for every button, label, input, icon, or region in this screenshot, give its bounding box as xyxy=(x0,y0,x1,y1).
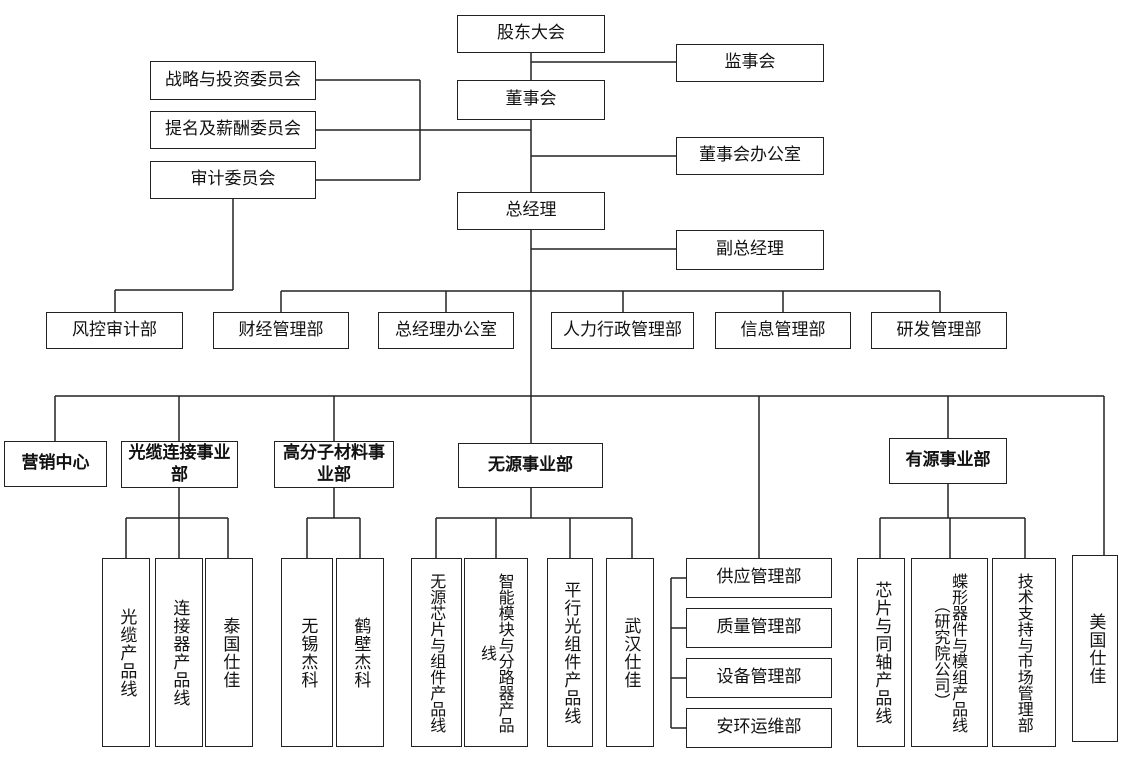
node-board-office: 董事会办公室 xyxy=(676,137,824,175)
node-equipment-dept: 设备管理部 xyxy=(686,658,832,698)
node-risk-audit-dept: 风控审计部 xyxy=(46,312,183,349)
node-audit-committee: 审计委员会 xyxy=(150,161,316,199)
node-general-manager: 总经理 xyxy=(457,192,605,230)
node-rd-dept: 研发管理部 xyxy=(871,312,1007,349)
node-parallel-optics-line: 平行光组件产品线 xyxy=(547,558,593,747)
node-smart-module-line: 智能模块与分路器产品线 xyxy=(464,558,528,747)
node-passive-chip-line: 无源芯片与组件产品线 xyxy=(411,558,462,747)
node-polymer-division: 高分子材料事业部 xyxy=(274,441,394,488)
node-strategy-committee: 战略与投资委员会 xyxy=(150,61,316,100)
node-finance-dept: 财经管理部 xyxy=(213,312,349,349)
node-wuhan-shijia: 武汉仕佳 xyxy=(606,558,654,747)
node-usa-shijia: 美国仕佳 xyxy=(1072,555,1118,742)
node-marketing-center: 营销中心 xyxy=(4,441,107,487)
node-info-dept: 信息管理部 xyxy=(715,312,851,349)
node-supply-dept: 供应管理部 xyxy=(686,558,832,598)
node-hebi-jieke: 鹤壁杰科 xyxy=(336,558,384,747)
node-connector-line: 连接器产品线 xyxy=(155,558,203,747)
node-hr-admin-dept: 人力行政管理部 xyxy=(551,312,694,349)
node-quality-dept: 质量管理部 xyxy=(686,608,832,648)
node-nomination-committee: 提名及薪酬委员会 xyxy=(150,111,316,149)
node-deputy-gm: 副总经理 xyxy=(676,230,824,270)
node-passive-division: 无源事业部 xyxy=(458,443,603,488)
node-butterfly-module-line: 蝶形器件与模组产品线（研究院公司） xyxy=(911,558,988,747)
node-active-division: 有源事业部 xyxy=(889,438,1007,484)
node-safety-ops-dept: 安环运维部 xyxy=(686,708,832,748)
node-board: 董事会 xyxy=(457,80,605,120)
node-shareholders: 股东大会 xyxy=(457,15,605,53)
node-cable-division: 光缆连接事业部 xyxy=(121,441,238,488)
node-gm-office: 总经理办公室 xyxy=(378,312,514,349)
node-thailand-shijia: 泰国仕佳 xyxy=(205,558,253,747)
node-wuxi-jieke: 无锡杰科 xyxy=(281,558,333,747)
node-tech-support-market-dept: 技术支持与市场管理部 xyxy=(992,558,1056,747)
node-fiber-cable-line: 光缆产品线 xyxy=(102,558,150,747)
node-supervisors: 监事会 xyxy=(676,44,824,82)
node-chip-coax-line: 芯片与同轴产品线 xyxy=(857,558,905,747)
